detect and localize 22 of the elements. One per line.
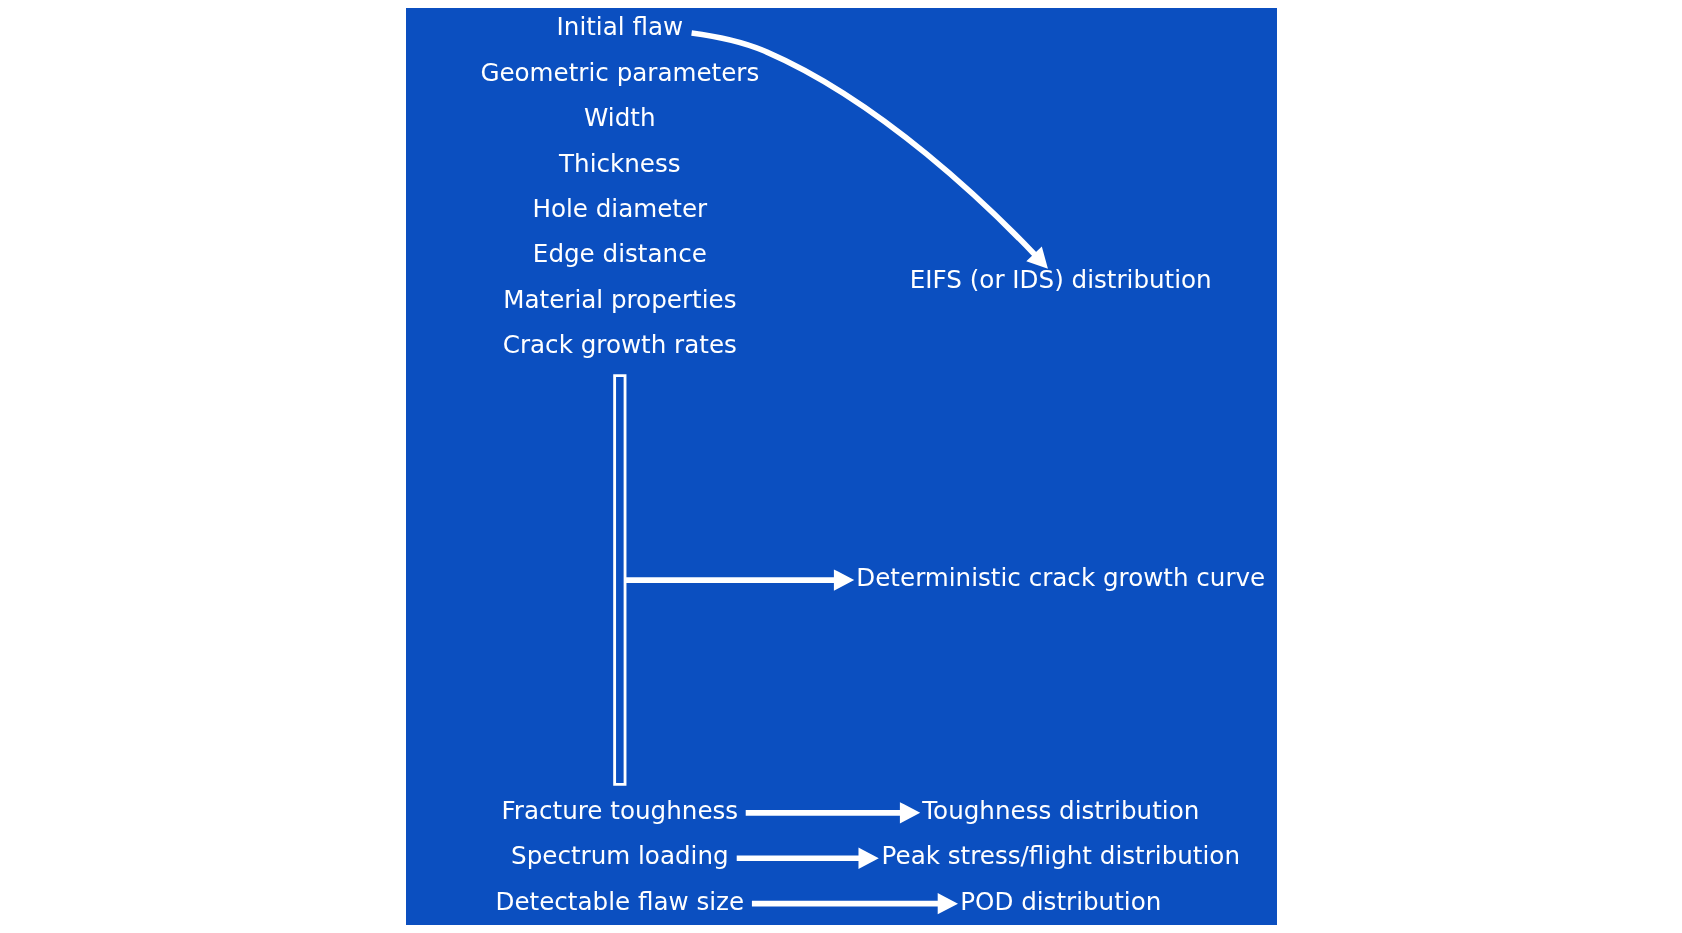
node-text: Thickness bbox=[558, 148, 681, 178]
node-text: POD distribution bbox=[959, 886, 1161, 916]
node-text: Fracture toughness bbox=[501, 795, 738, 825]
node-text: Width bbox=[583, 103, 656, 133]
arrow bbox=[751, 893, 958, 915]
arrow bbox=[745, 802, 920, 824]
node-text: Crack growth rates bbox=[502, 330, 737, 360]
arrow bbox=[690, 30, 1048, 269]
node-text: Hole diameter bbox=[531, 193, 707, 223]
node-text: Peak stress/flight distribution bbox=[881, 841, 1240, 871]
node-text: Detectable flaw size bbox=[495, 886, 744, 916]
node-text: Toughness distribution bbox=[921, 795, 1199, 825]
node-text: Edge distance bbox=[532, 239, 707, 269]
node-text: Geometric parameters bbox=[479, 57, 759, 87]
node-text: EIFS (or IDS) distribution bbox=[909, 264, 1212, 294]
node-text: Deterministic crack growth curve bbox=[855, 563, 1265, 593]
node-text: Initial flaw bbox=[556, 12, 683, 42]
node-text: Spectrum loading bbox=[510, 841, 729, 871]
node-text: Material properties bbox=[502, 284, 736, 314]
arrow bbox=[624, 569, 854, 591]
arrow bbox=[736, 847, 879, 869]
node-bracket bbox=[612, 374, 626, 786]
